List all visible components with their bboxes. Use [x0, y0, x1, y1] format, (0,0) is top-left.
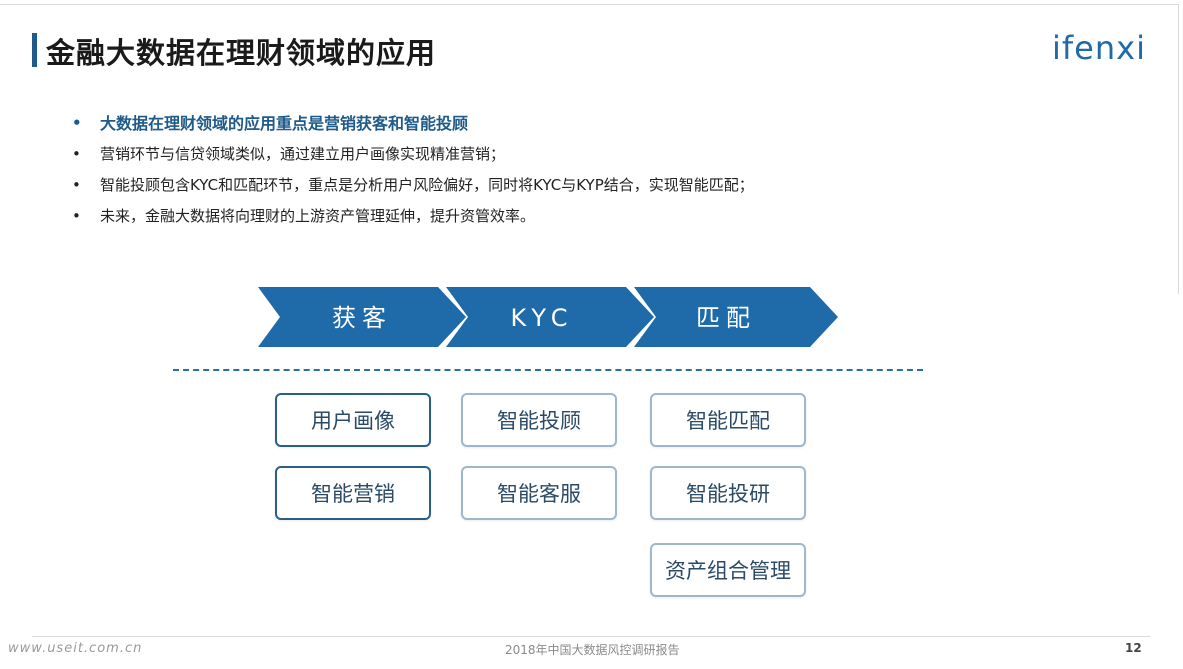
chevron-label: KYC: [511, 304, 574, 332]
function-box: 智能营销: [275, 466, 431, 520]
bullet-text: 未来，金融大数据将向理财的上游资产管理延伸，提升资管效率。: [100, 207, 536, 225]
function-box: 用户画像: [275, 393, 431, 447]
footer-source: 2018年中国大数据风控调研报告: [505, 643, 680, 657]
bullet-dot: •: [72, 145, 81, 163]
bullet-dot: •: [72, 176, 81, 194]
ifenxi-logo: ifenxi: [1052, 29, 1146, 67]
frame-border-right: [1178, 4, 1179, 294]
function-box: 智能客服: [461, 466, 617, 520]
chevron-label: 匹配: [696, 304, 756, 332]
slide-title: 金融大数据在理财领域的应用: [46, 36, 437, 70]
function-box: 智能匹配: [650, 393, 806, 447]
bullet-item: • 营销环节与信贷领域类似，通过建立用户画像实现精准营销；: [72, 139, 1072, 170]
chevron-label: 获客: [332, 304, 392, 332]
footer-divider: [32, 636, 1150, 637]
page-number: 12: [1125, 641, 1142, 655]
bullet-text: 大数据在理财领域的应用重点是营销获客和智能投顾: [100, 114, 469, 133]
function-box: 智能投研: [650, 466, 806, 520]
watermark: www.useit.com.cn: [8, 641, 143, 656]
function-box: 资产组合管理: [650, 543, 806, 597]
chevron-step-match: [634, 287, 838, 347]
bullet-dot: •: [72, 207, 81, 225]
bullet-list: • 大数据在理财领域的应用重点是营销获客和智能投顾 • 营销环节与信贷领域类似，…: [72, 108, 1072, 232]
bullet-text: 智能投顾包含KYC和匹配环节，重点是分析用户风险偏好，同时将KYC与KYP结合，…: [100, 176, 754, 194]
bullet-item: • 大数据在理财领域的应用重点是营销获客和智能投顾: [72, 108, 1072, 139]
bullet-dot: •: [72, 114, 82, 132]
chevron-step-kyc: [446, 287, 654, 347]
chevron-step-acquire: [258, 287, 466, 347]
bullet-item: • 未来，金融大数据将向理财的上游资产管理延伸，提升资管效率。: [72, 201, 1072, 232]
function-box: 智能投顾: [461, 393, 617, 447]
title-accent-bar: [32, 33, 37, 67]
dashed-divider: [173, 369, 923, 371]
frame-border-top: [0, 4, 1178, 5]
bullet-item: • 智能投顾包含KYC和匹配环节，重点是分析用户风险偏好，同时将KYC与KYP结…: [72, 170, 1072, 201]
bullet-text: 营销环节与信贷领域类似，通过建立用户画像实现精准营销；: [100, 145, 506, 163]
process-chevrons: 获客 KYC 匹配: [258, 287, 838, 347]
